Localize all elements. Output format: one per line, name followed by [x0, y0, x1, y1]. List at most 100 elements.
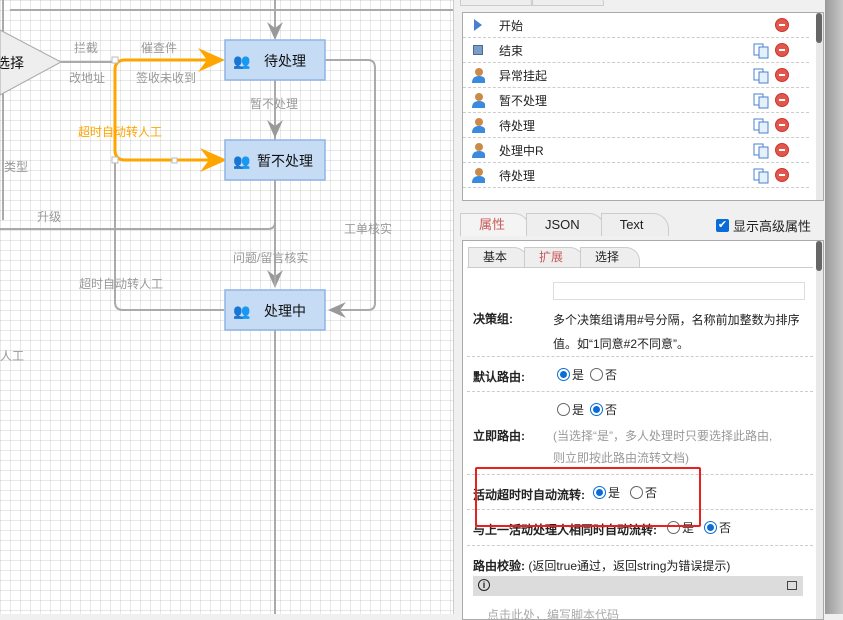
activity-list-item[interactable]: 处理中R — [463, 138, 809, 163]
activity-name: 待处理 — [499, 168, 536, 183]
default-route-no[interactable]: 否 — [590, 366, 617, 383]
copy-icon[interactable] — [753, 68, 769, 84]
copy-icon[interactable] — [753, 43, 769, 59]
top-tab-2[interactable] — [532, 0, 604, 6]
timeout-auto-yes[interactable]: 是 — [593, 484, 620, 501]
activity-list-item[interactable]: 待处理 — [463, 113, 809, 138]
edge-label: 工单核实 — [344, 221, 392, 236]
default-route-label: 默认路由: — [473, 370, 525, 384]
activity-list-item[interactable]: 开始 — [463, 13, 809, 38]
delete-icon[interactable] — [775, 68, 789, 82]
start-icon — [471, 18, 485, 32]
route-check-hint: (返回true通过，返回string为错误提示) — [528, 559, 731, 573]
activity-list-item[interactable]: 暂不处理 — [463, 88, 809, 113]
edge-label: 拦截 — [74, 41, 98, 55]
activity-name: 开始 — [499, 18, 524, 33]
subtab-select[interactable]: 选择 — [580, 247, 641, 267]
delete-icon[interactable] — [775, 43, 789, 57]
timeout-auto-no[interactable]: 否 — [630, 484, 657, 501]
same-handler-yes[interactable]: 是 — [667, 519, 694, 536]
user-icon — [471, 167, 485, 183]
activity-name: 异常挂起 — [499, 68, 548, 83]
choice-node-label[interactable]: 选择 — [0, 55, 24, 71]
edge-label: 暂不处理 — [250, 97, 298, 111]
decision-group-row: 决策组: 多个决策组请用#号分隔，名称前加整数为排序值。如“1同意#2不同意”。 — [467, 268, 813, 357]
same-handler-no[interactable]: 否 — [704, 519, 731, 536]
activity-name: 待处理 — [499, 118, 536, 133]
default-route-yes[interactable]: 是 — [557, 366, 584, 383]
subtab-basic[interactable]: 基本 — [468, 247, 529, 267]
show-advanced-checkbox[interactable]: ✔ 显示高级属性 — [716, 216, 811, 235]
activity-list-item[interactable]: 待处理 — [463, 163, 809, 188]
user-icon — [471, 117, 485, 133]
node-label: 暂不处理 — [257, 153, 313, 169]
tab-text[interactable]: Text — [600, 213, 669, 236]
user-icon — [471, 92, 485, 108]
route-check-row: 路由校验: (返回true通过，返回string为错误提示) i 点击此处，编写… — [467, 546, 813, 620]
show-advanced-label: 显示高级属性 — [733, 219, 812, 234]
script-toolbar: i — [473, 576, 803, 596]
node-processing[interactable]: 👥 处理中 — [224, 289, 326, 331]
default-route-row: 默认路由: 是否 — [467, 357, 813, 392]
edge-label: 类型 — [4, 160, 28, 174]
delete-icon[interactable] — [775, 168, 789, 182]
decision-group-label: 决策组: — [473, 312, 513, 326]
edge-label-highlight: 超时自动转人工 — [78, 124, 162, 139]
user-icon — [471, 67, 485, 83]
flow-canvas[interactable]: 👥 待处理 👥 暂不处理 👥 处理中 选择 拦截 催查件 改地址 签收未收到 暂… — [0, 0, 453, 614]
node-pending[interactable]: 👥 待处理 — [224, 39, 326, 81]
delete-icon[interactable] — [775, 118, 789, 132]
delete-icon[interactable] — [775, 93, 789, 107]
users-icon: 👥 — [233, 153, 250, 170]
users-icon: 👥 — [233, 303, 250, 320]
timeout-auto-row: 活动超时时自动流转: 是否 — [467, 475, 813, 510]
maximize-icon[interactable] — [787, 581, 797, 590]
node-label: 处理中 — [264, 303, 306, 319]
activity-list-item[interactable]: 结束 — [463, 38, 809, 63]
activity-name: 处理中R — [499, 143, 544, 158]
list-scrollbar[interactable] — [816, 13, 823, 200]
checkbox-checked-icon: ✔ — [716, 219, 729, 232]
activity-list-item[interactable]: 异常挂起 — [463, 63, 809, 88]
immediate-route-row: 是否 立即路由: (当选择“是”，多人处理时只要选择此路由,则立即按此路由流转文… — [467, 392, 813, 475]
route-check-label: 路由校验: — [473, 559, 525, 573]
edge-label: 超时自动转人工 — [79, 276, 163, 291]
highlight-annotation-box — [475, 467, 701, 527]
node-hold[interactable]: 👥 暂不处理 — [224, 139, 326, 181]
edge-label: 催查件 — [141, 41, 177, 55]
props-scrollbar[interactable] — [816, 241, 823, 619]
delete-icon[interactable] — [775, 143, 789, 157]
timeout-auto-label: 活动超时时自动流转: — [473, 488, 585, 502]
copy-icon[interactable] — [753, 93, 769, 109]
delete-icon[interactable] — [775, 18, 789, 32]
top-tab-1[interactable] — [460, 0, 532, 6]
decision-group-desc: 多个决策组请用#号分隔，名称前加整数为排序值。如“1同意#2不同意”。 — [553, 313, 800, 351]
subtab-extend[interactable]: 扩展 — [524, 247, 585, 267]
immediate-route-yes[interactable]: 是 — [557, 401, 584, 418]
edge-label: 问题/留言核实 — [233, 250, 308, 265]
tab-json[interactable]: JSON — [526, 213, 605, 236]
edge-label: 改地址 — [69, 71, 105, 85]
activity-name: 结束 — [499, 43, 524, 58]
node-label: 待处理 — [264, 53, 306, 69]
window-edge — [825, 0, 843, 614]
flow-diagram: 👥 待处理 👥 暂不处理 👥 处理中 选择 拦截 催查件 改地址 签收未收到 暂… — [0, 0, 453, 614]
copy-icon[interactable] — [753, 143, 769, 159]
users-icon: 👥 — [233, 53, 250, 70]
copy-icon[interactable] — [753, 168, 769, 184]
immediate-route-no[interactable]: 否 — [590, 401, 617, 418]
copy-icon[interactable] — [753, 118, 769, 134]
properties-box: 基本 扩展 选择 决策组: 多个决策组请用#号分隔，名称前加整数为排序值。如“1… — [462, 240, 824, 620]
edge-label: 人工 — [0, 349, 24, 363]
tab-properties[interactable]: 属性 — [460, 213, 531, 236]
immediate-route-hint: (当选择“是”，多人处理时只要选择此路由,则立即按此路由流转文档) — [553, 429, 773, 465]
edge-label: 签收未收到 — [136, 70, 196, 85]
decision-group-input[interactable] — [553, 282, 805, 300]
script-editor[interactable]: 点击此处，编写脚本代码 — [487, 608, 620, 620]
immediate-route-label: 立即路由: — [473, 429, 525, 443]
activity-name: 暂不处理 — [499, 93, 548, 108]
edge-label: 升级 — [37, 210, 61, 224]
info-icon[interactable]: i — [478, 579, 490, 591]
end-icon — [471, 45, 485, 55]
